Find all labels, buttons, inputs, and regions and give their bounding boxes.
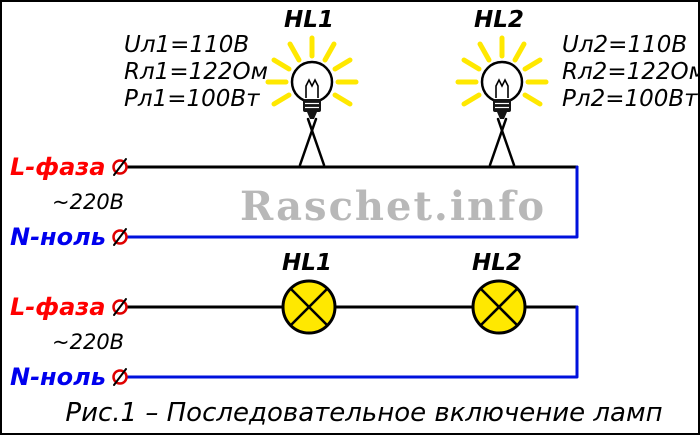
phase-label-top: L-фаза <box>10 153 105 181</box>
lamp2-param-resistance: Rл2=122Ом <box>562 59 698 85</box>
neutral-label-bottom: N-ноль <box>10 363 106 391</box>
lamp1-param-voltage: Uл1=110В <box>124 32 249 58</box>
bulb2-rays-icon <box>455 35 549 107</box>
bottom-neutral-terminal <box>112 368 128 386</box>
light-bulb2-icon <box>480 60 524 167</box>
lamp1-param-power: Рл1=100Вт <box>124 86 260 112</box>
bottom-phase-terminal <box>112 298 128 316</box>
phase-label-bottom: L-фаза <box>10 293 105 321</box>
bottom-neutral-wire <box>126 305 579 379</box>
lamp1-param-resistance: Rл1=122Ом <box>124 59 268 85</box>
lamp2-param-power: Рл2=100Вт <box>562 86 698 112</box>
hl1-label-top: HL1 <box>284 7 334 33</box>
bulb1-rays-icon <box>265 35 359 107</box>
neutral-label-top: N-ноль <box>10 223 106 251</box>
light-bulb1-icon <box>290 60 334 167</box>
hl2-label-bottom: HL2 <box>472 250 522 276</box>
hl1-label-bottom: HL1 <box>282 250 332 276</box>
lamp1-symbol-icon <box>281 279 337 335</box>
voltage-label-bottom: ~220В <box>52 330 124 354</box>
watermark: Raschet.info <box>240 183 546 230</box>
top-neutral-terminal <box>112 228 128 246</box>
lamp2-symbol-icon <box>471 279 527 335</box>
figure-caption: Рис.1 – Последовательное включение ламп <box>65 398 662 428</box>
lamp2-param-voltage: Uл2=110В <box>562 32 687 58</box>
voltage-label-top: ~220В <box>52 190 124 214</box>
top-phase-terminal <box>112 158 128 176</box>
hl2-label-top: HL2 <box>474 7 524 33</box>
top-neutral-wire <box>126 165 579 239</box>
